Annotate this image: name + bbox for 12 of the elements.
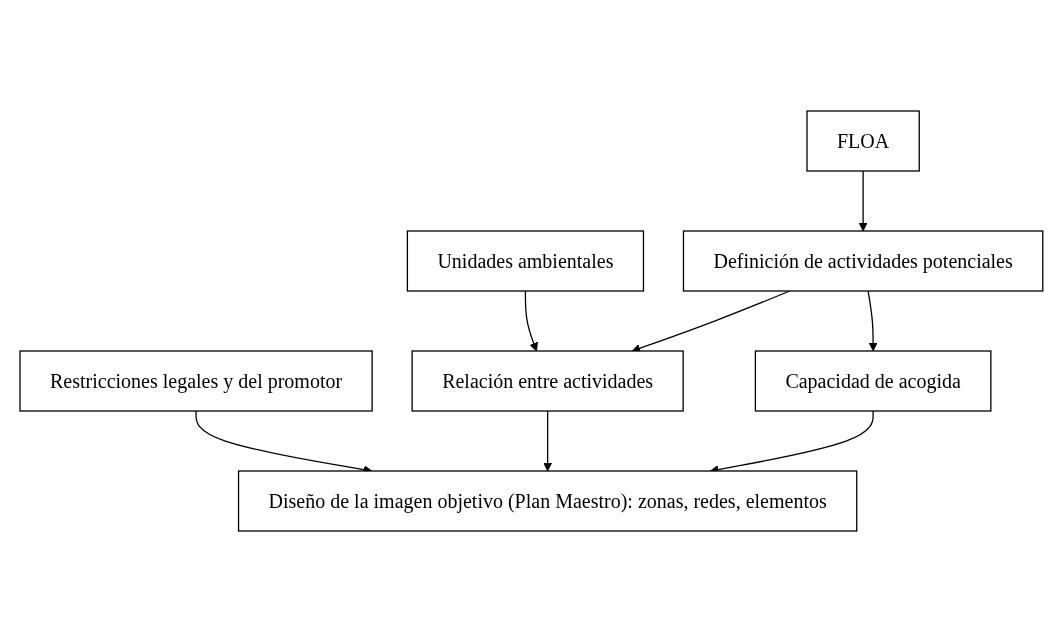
node-box: Restricciones legales y del promotor: [18, 349, 373, 412]
arrow: [524, 289, 538, 351]
arrow: [542, 409, 552, 471]
arrow: [631, 289, 791, 352]
node-box: Capacidad de acogida: [754, 349, 992, 412]
node-box: Unidades ambientales: [406, 229, 644, 292]
node-box: Definición de actividades potenciales: [682, 229, 1044, 292]
node-box: Relación entre actividades: [411, 349, 684, 412]
node-box: FLOA: [805, 109, 920, 172]
arrow: [858, 169, 868, 231]
arrow: [867, 289, 878, 351]
node-box: Diseño de la imagen objetivo (Plan Maestro): zonas, redes, elementos: [237, 469, 857, 532]
